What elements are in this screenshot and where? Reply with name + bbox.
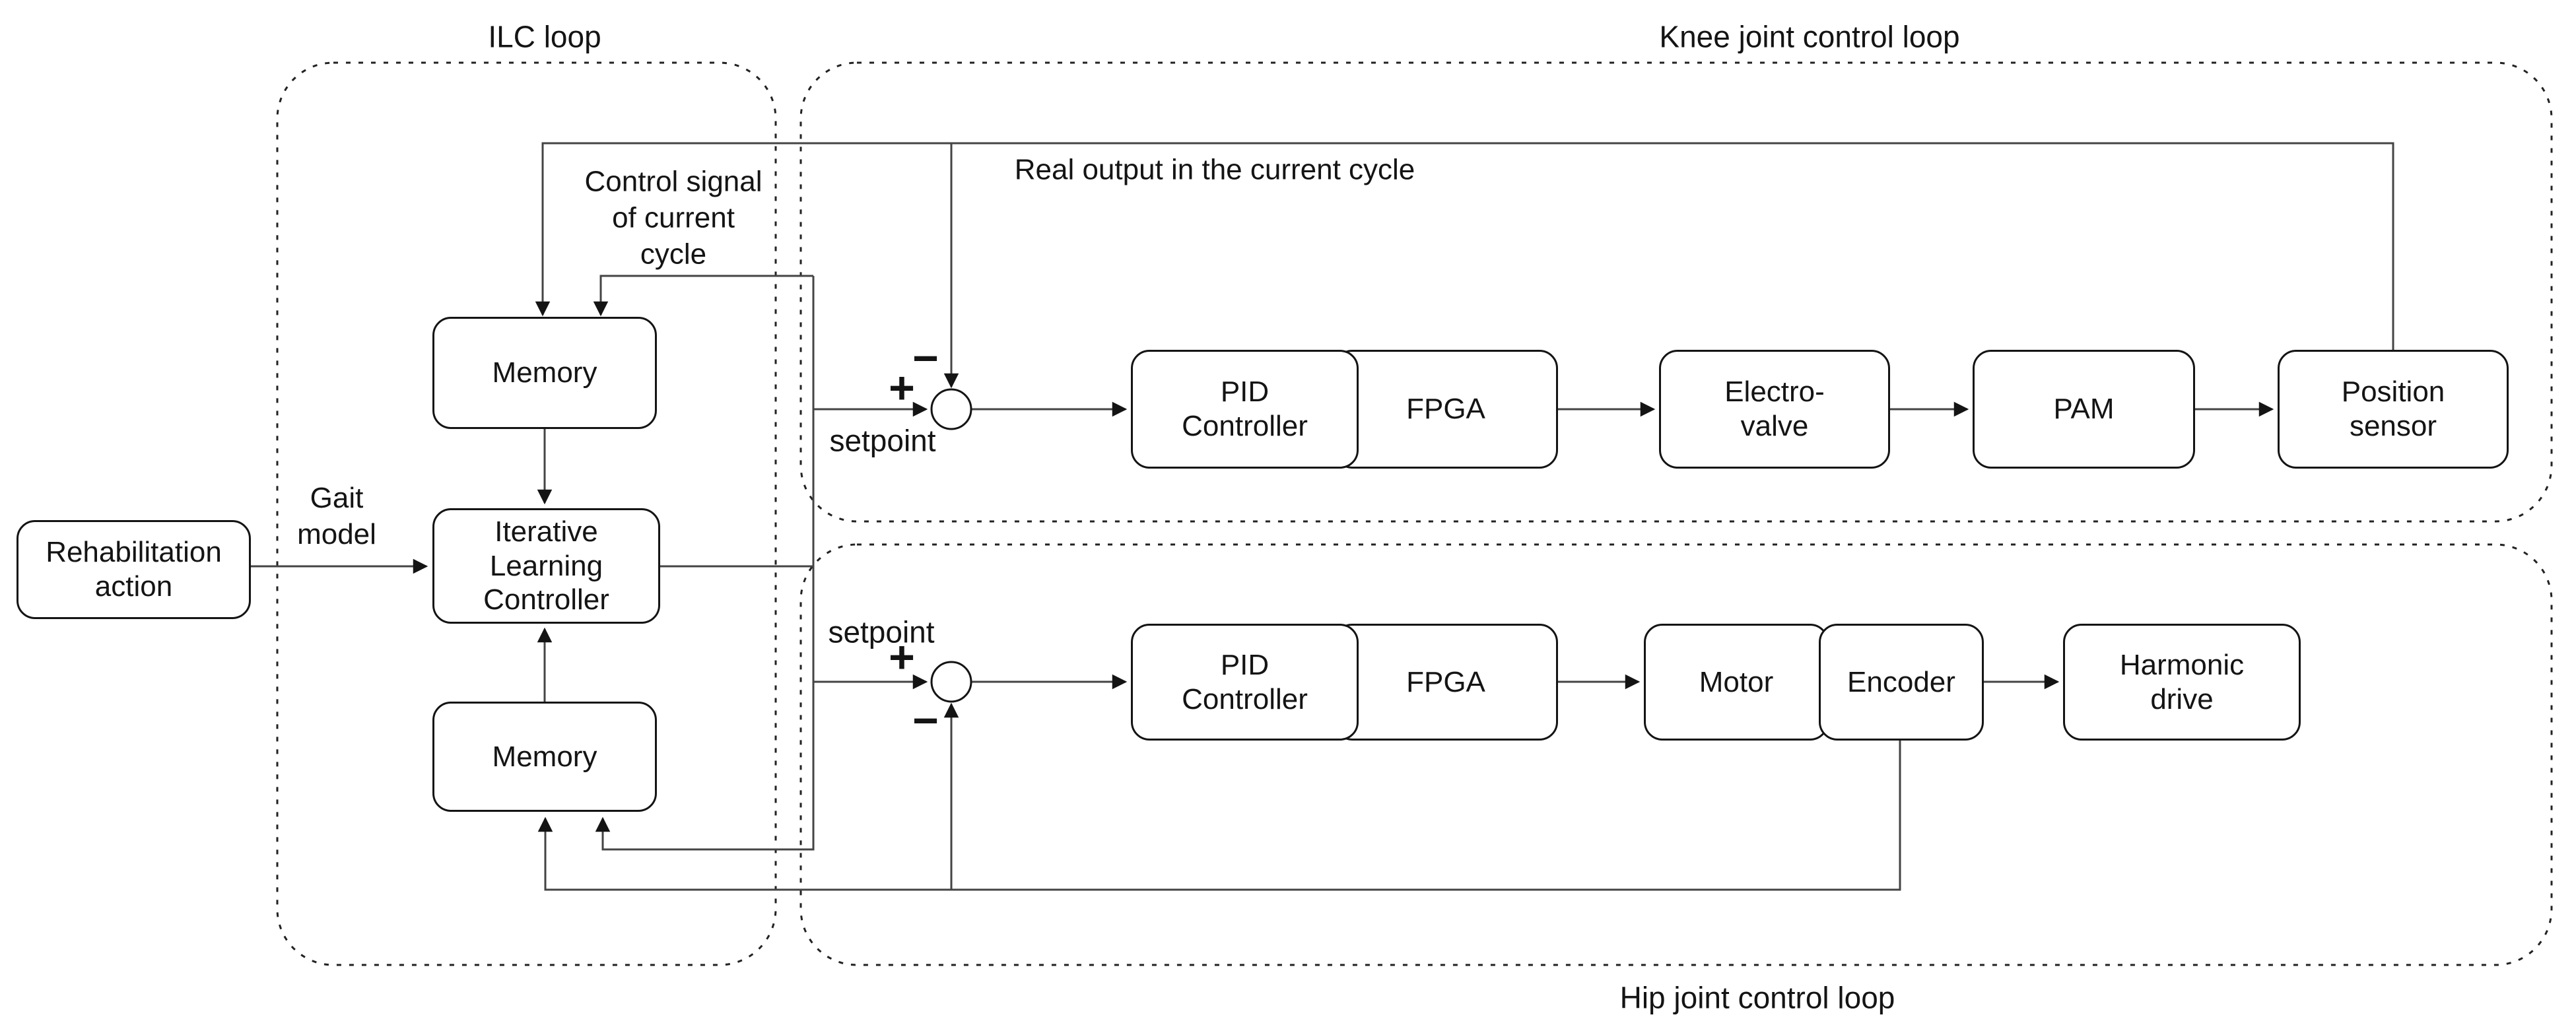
ilc-loop-boundary <box>276 61 777 966</box>
knee-setpoint-label: setpoint <box>829 423 936 458</box>
block-knee-pid-controller: PID Controller <box>1131 350 1359 469</box>
knee-loop-boundary <box>799 61 2553 523</box>
knee-loop-title: Knee joint control loop <box>1659 19 1960 54</box>
hip-setpoint-label: setpoint <box>828 614 935 649</box>
block-harmonic-drive: Harmonic drive <box>2063 624 2301 741</box>
block-rehabilitation-action: Rehabilitation action <box>17 520 251 619</box>
wire-controlsignal-to-memorytop <box>593 275 813 317</box>
block-memory-bottom: Memory <box>432 702 657 812</box>
block-pam: PAM <box>1973 350 2195 469</box>
knee-summing-junction <box>930 388 972 430</box>
control-signal-label: Control signal of current cycle <box>584 165 763 271</box>
knee-plus-sign: + <box>889 363 915 413</box>
hip-plus-sign: + <box>889 632 915 682</box>
knee-minus-sign: − <box>912 333 939 383</box>
block-knee-fpga: FPGA <box>1334 350 1558 469</box>
hip-loop-title: Hip joint control loop <box>1619 980 1895 1015</box>
block-iterative-learning-controller: Iterative Learning Controller <box>432 508 660 624</box>
hip-summing-junction <box>930 661 972 703</box>
wire-trunk-and-memorybottom-return <box>595 276 815 851</box>
block-motor: Motor <box>1644 624 1829 741</box>
block-hip-fpga: FPGA <box>1334 624 1558 741</box>
hip-loop-boundary <box>799 543 2553 966</box>
block-encoder: Encoder <box>1819 624 1984 741</box>
real-output-label: Real output in the current cycle <box>1014 153 1415 186</box>
wire-knee-feedback <box>535 142 2394 350</box>
block-hip-pid-controller: PID Controller <box>1131 624 1359 741</box>
ilc-loop-title: ILC loop <box>488 19 601 54</box>
block-memory-top: Memory <box>432 317 657 429</box>
block-position-sensor: Position sensor <box>2278 350 2509 469</box>
gait-model-label: Gait model <box>297 482 376 550</box>
hip-minus-sign: − <box>912 696 939 746</box>
wire-hip-feedback <box>537 741 1901 891</box>
block-electro-valve: Electro- valve <box>1659 350 1890 469</box>
